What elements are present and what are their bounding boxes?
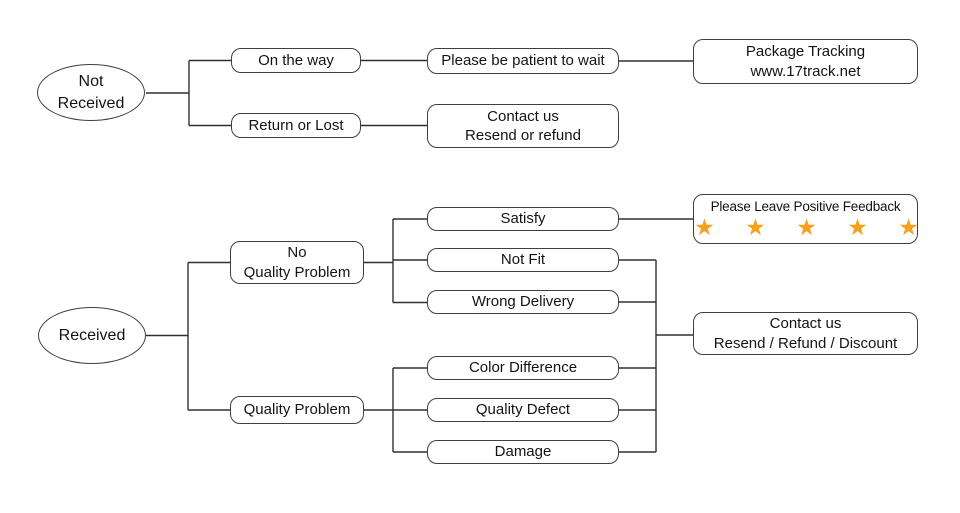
node-damage: Damage [427, 440, 619, 464]
node-label: On the way [258, 51, 334, 69]
node-contact-us-resend-refund: Contact us Resend or refund [427, 104, 619, 148]
node-please-be-patient: Please be patient to wait [427, 48, 619, 74]
node-label: Please be patient to wait [441, 52, 605, 70]
node-satisfy: Satisfy [427, 207, 619, 231]
node-label: Wrong Delivery [471, 293, 575, 311]
node-label: Return or Lost [248, 116, 344, 134]
node-label: Received [58, 326, 126, 344]
node-label: Please Leave Positive Feedback [710, 198, 901, 214]
node-quality-defect: Quality Defect [427, 398, 619, 422]
node-wrong-delivery: Wrong Delivery [427, 290, 619, 314]
node-quality-problem: Quality Problem [230, 396, 364, 424]
node-not-fit: Not Fit [427, 248, 619, 272]
node-package-tracking: Package Tracking www.17track.net [693, 39, 918, 84]
node-not-received: Not Received [37, 64, 145, 121]
node-label: Not Fit [500, 251, 546, 269]
node-label: Color Difference [468, 359, 578, 377]
node-label: Not Received [57, 72, 125, 112]
node-on-the-way: On the way [231, 48, 361, 73]
node-return-or-lost: Return or Lost [231, 113, 361, 138]
node-no-quality-problem: No Quality Problem [230, 241, 364, 284]
node-contact-us-resend-refund-discount: Contact us Resend / Refund / Discount [693, 312, 918, 355]
node-label: Contact us Resend / Refund / Discount [713, 315, 898, 352]
node-label: Quality Defect [475, 401, 571, 419]
node-label: No Quality Problem [243, 244, 351, 281]
node-received: Received [38, 307, 146, 364]
node-label: Damage [494, 443, 552, 461]
node-label: Package Tracking www.17track.net [745, 43, 866, 80]
node-label: Satisfy [500, 210, 546, 228]
node-positive-feedback: Please Leave Positive Feedback ★ ★ ★ ★ ★ [693, 194, 919, 244]
five-star-rating-icon: ★ ★ ★ ★ ★ [694, 214, 931, 241]
node-color-difference: Color Difference [427, 356, 619, 380]
node-label: Quality Problem [243, 401, 351, 419]
node-label: Contact us Resend or refund [465, 107, 581, 145]
